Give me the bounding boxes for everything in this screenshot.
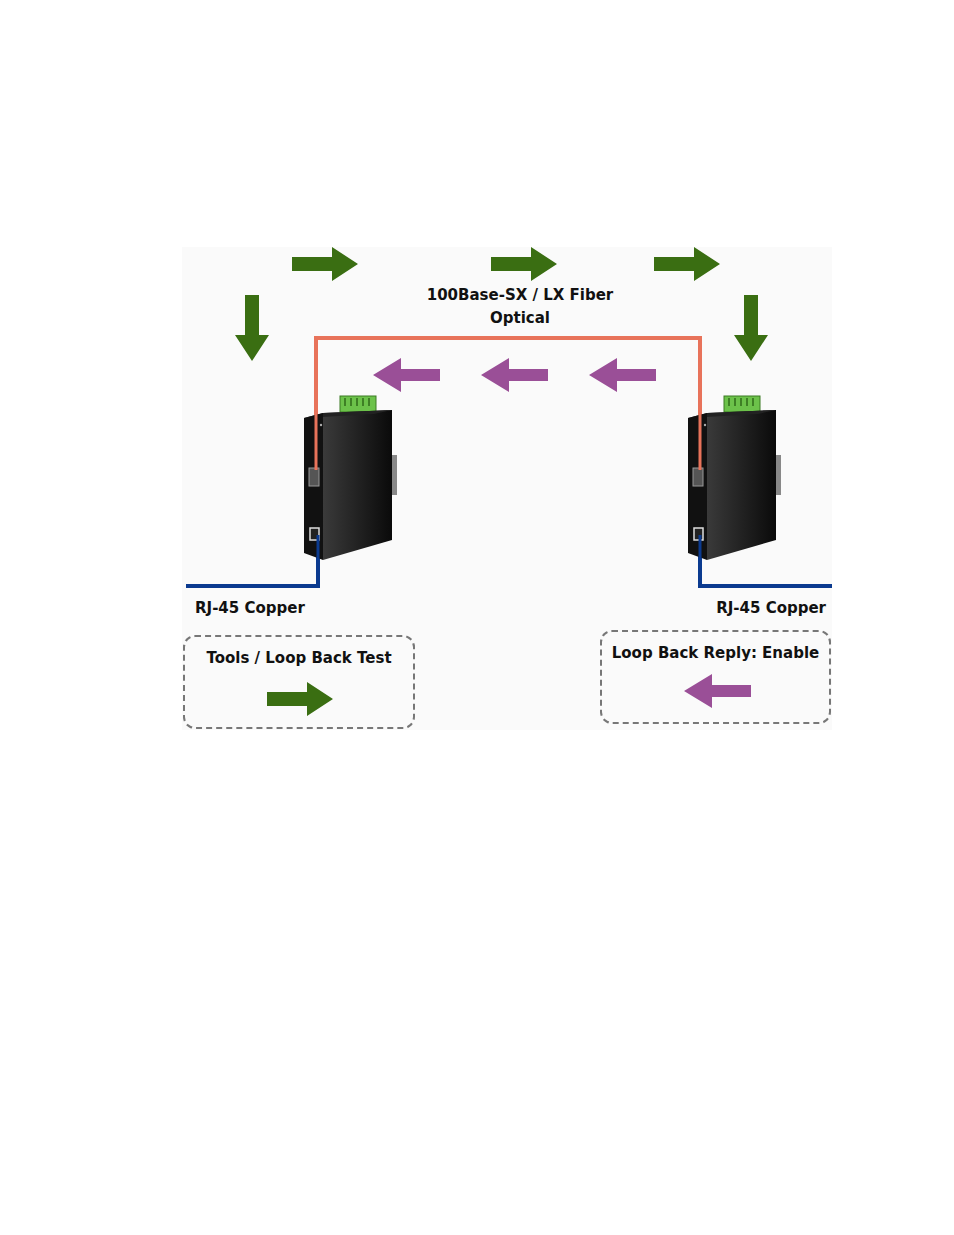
legend-box: Loop Back Reply: Enable (600, 630, 831, 724)
fiber-label: 100Base-SX / LX Fiber Optical (425, 284, 615, 330)
box-text: Tools / Loop Back Test (185, 637, 413, 667)
flow-arrow (267, 682, 333, 716)
legend-box: Tools / Loop Back Test (183, 635, 415, 729)
background-panel (182, 247, 832, 730)
copper-cable (317, 535, 320, 586)
port-label: RJ-45 Copper (716, 597, 826, 620)
flow-arrow (684, 674, 751, 708)
fiber-cable (699, 338, 702, 470)
box-text: Loop Back Reply: Enable (602, 632, 829, 662)
copper-cable (186, 535, 318, 586)
copper-cable (699, 535, 702, 586)
port-label: RJ-45 Copper (195, 597, 305, 620)
fiber-cable (315, 338, 318, 470)
